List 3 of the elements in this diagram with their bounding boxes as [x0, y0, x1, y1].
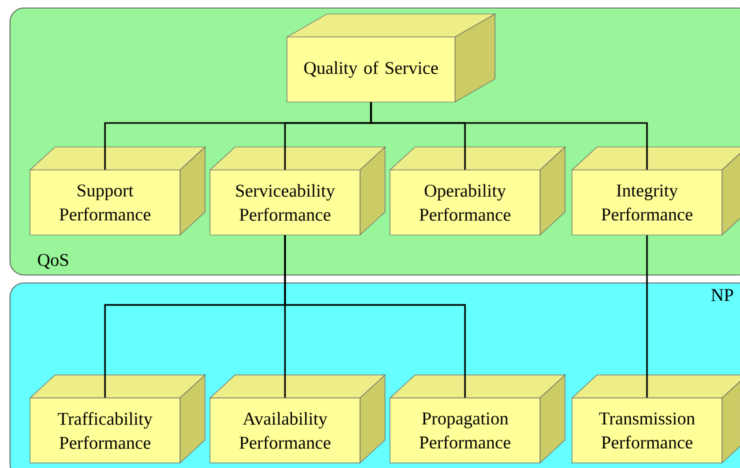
connector-line — [284, 235, 466, 398]
connector-line — [646, 235, 648, 398]
connector-line — [370, 102, 648, 170]
